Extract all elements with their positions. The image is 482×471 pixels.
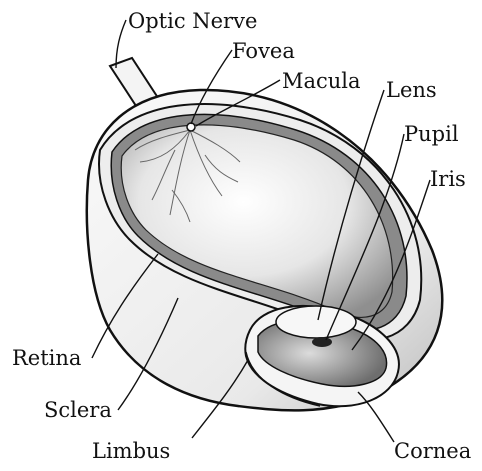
label-cornea: Cornea <box>394 439 471 463</box>
label-lens: Lens <box>386 78 437 102</box>
pupil <box>312 337 332 347</box>
label-fovea: Fovea <box>232 39 295 63</box>
label-retina: Retina <box>12 346 81 370</box>
label-limbus: Limbus <box>92 439 170 463</box>
label-sclera: Sclera <box>44 398 112 422</box>
label-iris: Iris <box>430 167 466 191</box>
fovea-marker <box>187 123 195 131</box>
label-optic-nerve: Optic Nerve <box>128 9 257 33</box>
lens <box>276 306 356 338</box>
label-macula: Macula <box>282 69 361 93</box>
label-pupil: Pupil <box>404 122 459 146</box>
